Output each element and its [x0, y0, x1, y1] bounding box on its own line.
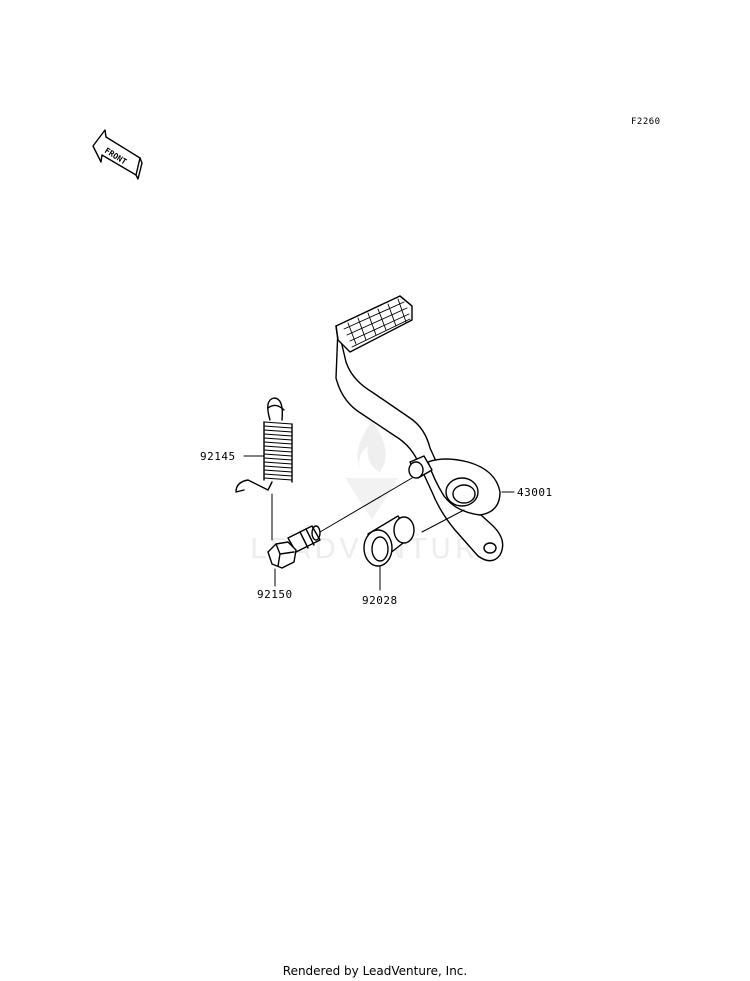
part-label-92028[interactable]: 92028: [362, 594, 398, 607]
front-arrow-icon: FRONT: [92, 129, 143, 180]
spring-coils: [263, 421, 293, 483]
part-label-43001[interactable]: 43001: [517, 486, 553, 499]
watermark-flame-icon: [357, 420, 386, 472]
bolt-drawing: [267, 525, 321, 569]
footer-credit: Rendered by LeadVenture, Inc.: [283, 964, 467, 978]
part-label-92145[interactable]: 92145: [200, 450, 236, 463]
brake-pedal-drawing: [335, 295, 504, 562]
watermark-v-icon: [345, 478, 398, 520]
diagram-code: F2260: [631, 117, 661, 127]
leader-lines: [243, 455, 515, 591]
spring-drawing: [235, 397, 293, 493]
pedal-pad-grid: [343, 298, 411, 348]
part-label-92150[interactable]: 92150: [257, 588, 293, 601]
bushing-drawing: [363, 515, 415, 567]
